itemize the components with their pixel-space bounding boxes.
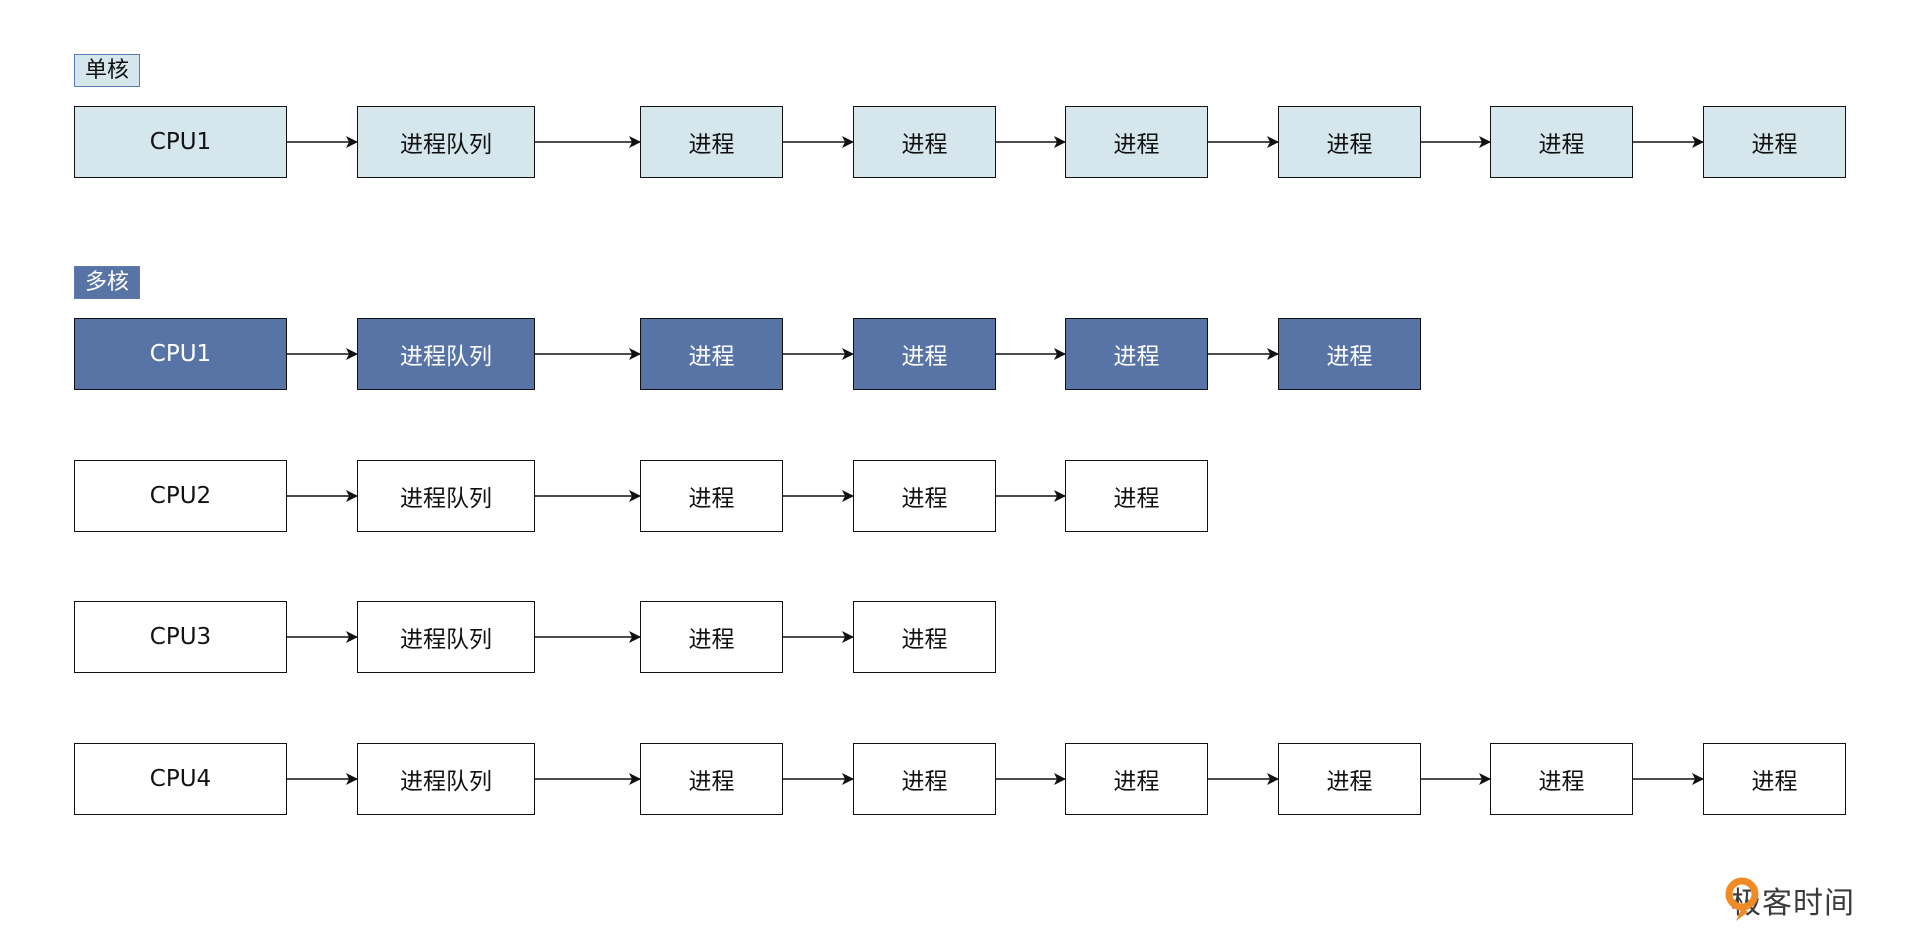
process-box: 进程 xyxy=(1278,318,1421,390)
process-box: 进程 xyxy=(1278,106,1421,178)
process-box: 进程 xyxy=(853,460,996,532)
process-box: 进程 xyxy=(640,106,783,178)
process-box: 进程 xyxy=(640,318,783,390)
process-box: 进程 xyxy=(1490,743,1633,815)
process-box: 进程 xyxy=(853,743,996,815)
process-box: 进程 xyxy=(640,601,783,673)
cpu-box: CPU4 xyxy=(74,743,287,815)
brand-watermark: 极客时间 xyxy=(1725,877,1855,923)
process-box: 进程 xyxy=(853,106,996,178)
process-queue-box: 进程队列 xyxy=(357,743,535,815)
process-box: 进程 xyxy=(1703,106,1846,178)
process-box: 进程 xyxy=(640,743,783,815)
process-queue-box: 进程队列 xyxy=(357,106,535,178)
process-box: 进程 xyxy=(1703,743,1846,815)
process-queue-box: 进程队列 xyxy=(357,460,535,532)
process-box: 进程 xyxy=(1065,460,1208,532)
process-box: 进程 xyxy=(1490,106,1633,178)
process-box: 进程 xyxy=(1065,743,1208,815)
section-label-single-core: 单核 xyxy=(74,54,141,87)
process-box: 进程 xyxy=(1065,318,1208,390)
geektime-logo-icon xyxy=(1725,877,1759,921)
section-label-multi-core: 多核 xyxy=(74,266,141,299)
cpu-box: CPU3 xyxy=(74,601,287,673)
process-queue-box: 进程队列 xyxy=(357,601,535,673)
process-box: 进程 xyxy=(853,318,996,390)
cpu-box: CPU1 xyxy=(74,318,287,390)
process-box: 进程 xyxy=(1065,106,1208,178)
cpu-box: CPU2 xyxy=(74,460,287,532)
process-box: 进程 xyxy=(1278,743,1421,815)
process-queue-box: 进程队列 xyxy=(357,318,535,390)
process-box: 进程 xyxy=(853,601,996,673)
process-box: 进程 xyxy=(640,460,783,532)
cpu-box: CPU1 xyxy=(74,106,287,178)
